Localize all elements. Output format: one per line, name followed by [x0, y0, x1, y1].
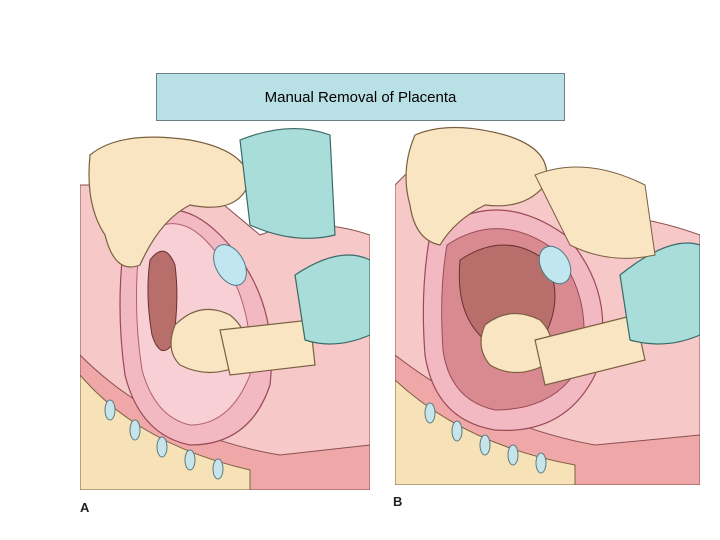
bladder [213, 244, 247, 286]
vertebrae [424, 402, 547, 474]
external-hand [88, 136, 251, 268]
forearm-lower [534, 314, 646, 386]
spine [395, 379, 576, 485]
illustration-b [395, 126, 700, 485]
illustration-panel-b [395, 125, 700, 485]
slide-title: Manual Removal of Placenta [156, 73, 565, 121]
glove-sleeve-upper [534, 166, 656, 259]
spine [80, 374, 251, 490]
bladder [538, 245, 572, 285]
slide-title-text: Manual Removal of Placenta [264, 88, 457, 106]
panel-label-b: B [393, 494, 403, 509]
illustration-panel-a [80, 125, 370, 490]
glove-sleeve-lower [294, 254, 370, 345]
forearm-lower [219, 319, 316, 376]
panel-label-a: A [80, 500, 90, 515]
glove-sleeve-upper [239, 128, 336, 239]
illustration-a [80, 128, 370, 490]
vertebrae [104, 399, 224, 480]
external-hand [405, 126, 548, 246]
